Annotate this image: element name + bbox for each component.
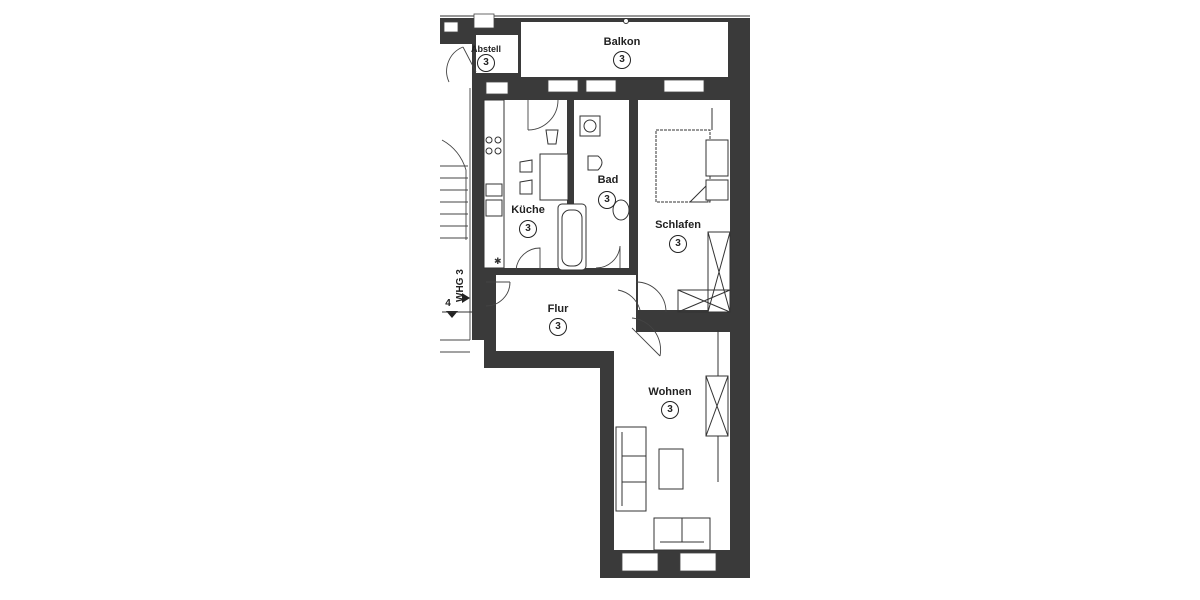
room-number-wohnen: 3 [661, 401, 679, 419]
bedroom-furniture [655, 108, 731, 313]
room-label-bad: Bad [597, 174, 619, 186]
room-number-bad: 3 [598, 191, 616, 209]
room-label-balkon: Balkon [603, 36, 641, 48]
windows [443, 13, 717, 572]
doors [446, 46, 667, 357]
room-balkon [521, 22, 728, 77]
unit-label: WHG 3 [455, 269, 466, 302]
neighbor-unit-label: 4 [445, 298, 451, 309]
svg-text:✱: ✱ [494, 256, 502, 266]
room-number-balkon: 3 [613, 51, 631, 69]
room-label-kueche: Küche [511, 204, 545, 216]
kitchen-fixtures [483, 99, 569, 269]
room-label-schlafen: Schlafen [655, 219, 701, 231]
room-number-kueche: 3 [519, 220, 537, 238]
room-label-wohnen: Wohnen [648, 386, 692, 398]
room-label-flur: Flur [547, 303, 569, 315]
staircase [440, 88, 471, 353]
room-number-schlafen: 3 [669, 235, 687, 253]
room-number-abstell: 3 [477, 54, 495, 72]
living-furniture [615, 330, 729, 551]
room-label-abstell: Abstell [470, 44, 502, 54]
room-number-flur: 3 [549, 318, 567, 336]
bathroom-fixtures [557, 115, 630, 271]
room-flur [496, 275, 636, 351]
